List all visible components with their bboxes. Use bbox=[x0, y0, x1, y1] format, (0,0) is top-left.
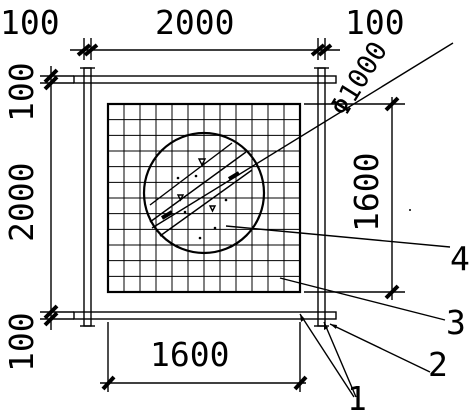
left-dimension bbox=[40, 66, 74, 330]
right-dimension bbox=[304, 96, 405, 300]
callout-3: 3 bbox=[446, 303, 466, 342]
dim-left-top: 100 bbox=[2, 62, 41, 122]
dim-diameter: Φ1000 bbox=[325, 36, 394, 121]
pile-circle bbox=[142, 131, 266, 255]
top-dimension bbox=[70, 38, 340, 60]
concrete-dots bbox=[166, 158, 228, 240]
dim-bottom: 1600 bbox=[150, 335, 229, 374]
bottom-dimension bbox=[100, 322, 308, 392]
dim-top-left: 100 bbox=[0, 3, 60, 42]
callout-4: 4 bbox=[450, 239, 470, 278]
callout-leaders bbox=[225, 225, 451, 398]
top-rail bbox=[73, 75, 337, 84]
diameter-leader bbox=[151, 42, 454, 229]
dim-top-right: 100 bbox=[345, 3, 405, 42]
left-post bbox=[83, 67, 92, 327]
dim-left-bottom: 100 bbox=[2, 312, 41, 372]
bottom-rail bbox=[73, 311, 337, 320]
stray-dot bbox=[409, 209, 411, 211]
callout-1: 1 bbox=[347, 379, 367, 418]
dim-right: 1600 bbox=[347, 153, 386, 232]
callout-2: 2 bbox=[428, 345, 448, 384]
dim-top-middle: 2000 bbox=[155, 3, 234, 42]
pile-outline bbox=[142, 131, 266, 255]
dim-left-middle: 2000 bbox=[2, 163, 41, 242]
reinforcement-grid bbox=[106, 102, 302, 294]
outer-frame bbox=[73, 67, 337, 327]
